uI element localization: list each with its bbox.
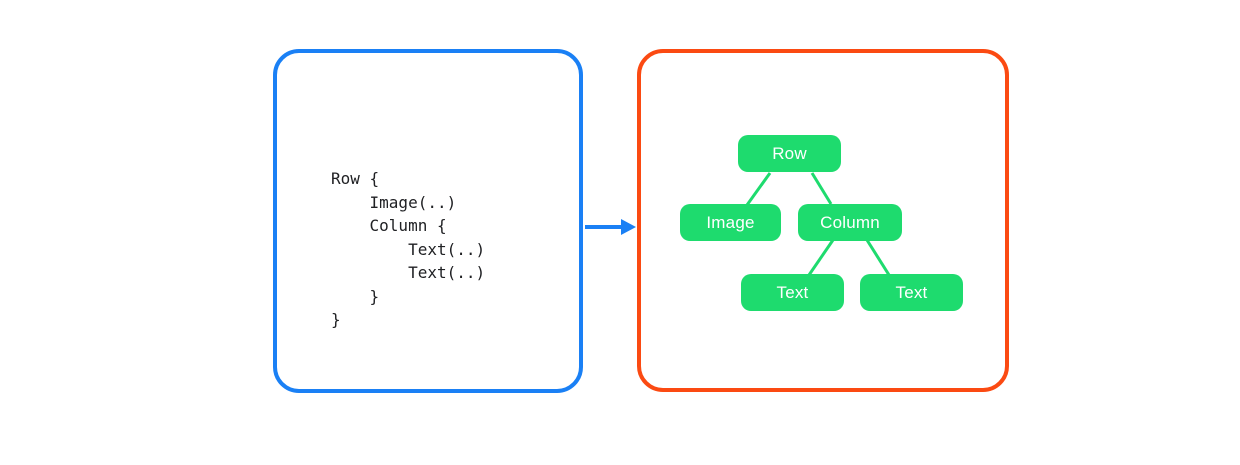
tree-node-label: Image — [706, 212, 755, 232]
code-block: Row { Image(..) Column { Text(..) Text(.… — [331, 167, 485, 332]
tree-node-column: Column — [798, 204, 902, 241]
code-line: } — [331, 286, 380, 306]
code-line: Image(..) — [331, 192, 457, 212]
code-panel — [273, 49, 583, 393]
tree-node-label: Text — [895, 282, 928, 302]
arrow-icon — [585, 219, 636, 235]
tree-node-label: Row — [772, 143, 807, 163]
code-line: Row { — [331, 169, 380, 188]
tree-node-image: Image — [680, 204, 781, 241]
tree-node-label: Column — [820, 212, 880, 232]
tree-node-text-1: Text — [741, 274, 844, 311]
code-line: Text(..) — [331, 239, 486, 259]
code-line: Column { — [331, 216, 447, 235]
tree-node-text-2: Text — [860, 274, 963, 311]
tree-node-row: Row — [738, 135, 841, 172]
code-line: Text(..) — [331, 263, 486, 282]
code-line: } — [331, 310, 341, 329]
tree-node-label: Text — [776, 282, 809, 302]
